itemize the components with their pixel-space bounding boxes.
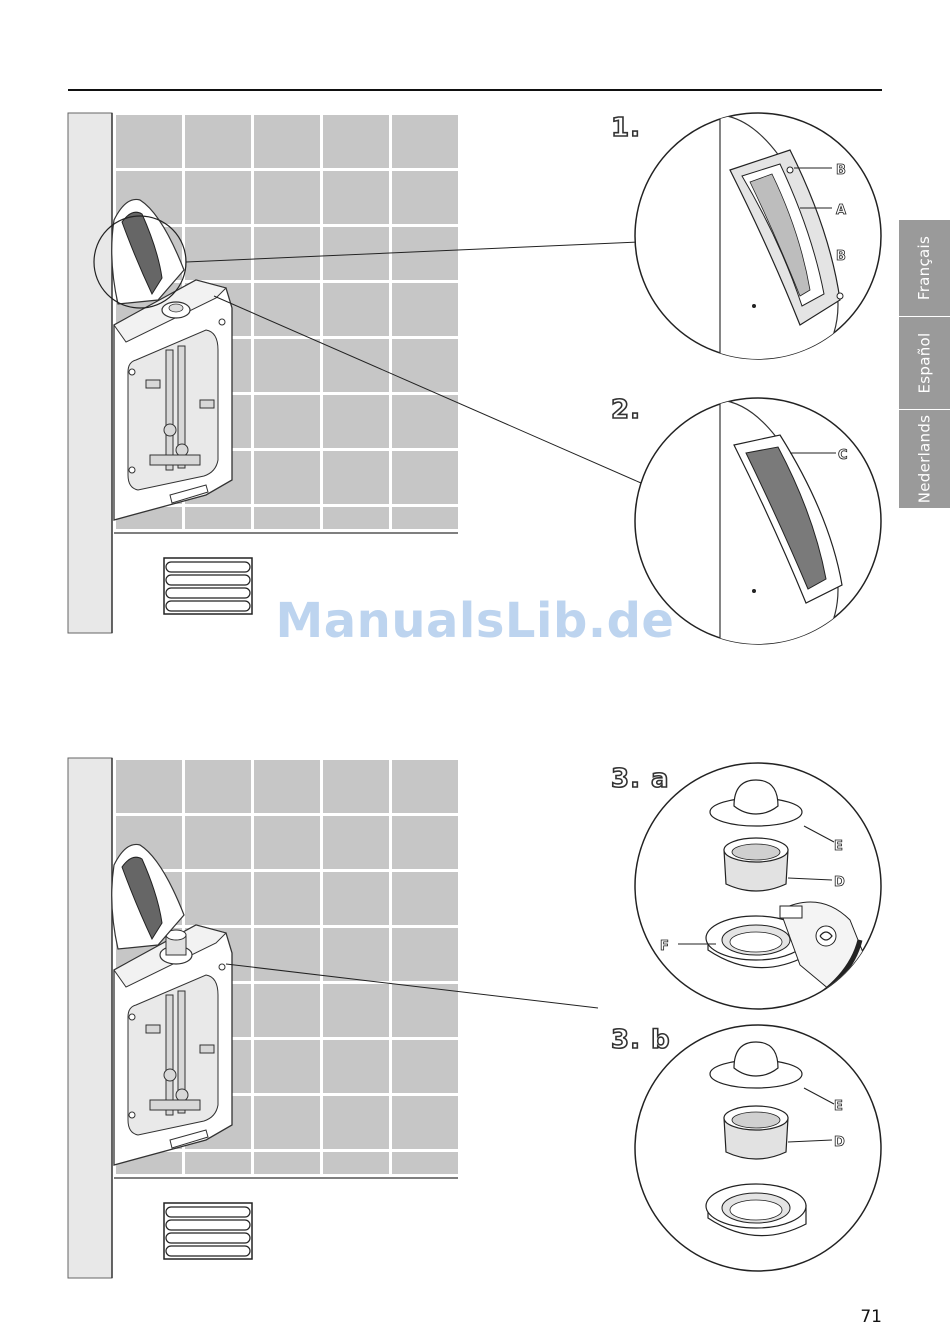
page-number: 71 bbox=[860, 1307, 882, 1327]
callout-b: B bbox=[836, 163, 846, 178]
callout-f: F bbox=[660, 939, 669, 954]
callout-e: E bbox=[834, 839, 843, 854]
callout-d: D bbox=[834, 875, 845, 890]
watermark: ManualsLib.de bbox=[0, 593, 950, 649]
step-3a-detail: E D F bbox=[630, 760, 890, 1016]
callout-e: E bbox=[834, 1099, 843, 1114]
callout-d: D bbox=[834, 1135, 845, 1150]
callout-b: B bbox=[836, 249, 846, 264]
callout-c: C bbox=[838, 448, 848, 463]
step-3b-detail: E D bbox=[630, 1022, 890, 1278]
step-1-detail: B A B bbox=[630, 110, 890, 366]
callout-a: A bbox=[836, 203, 846, 218]
